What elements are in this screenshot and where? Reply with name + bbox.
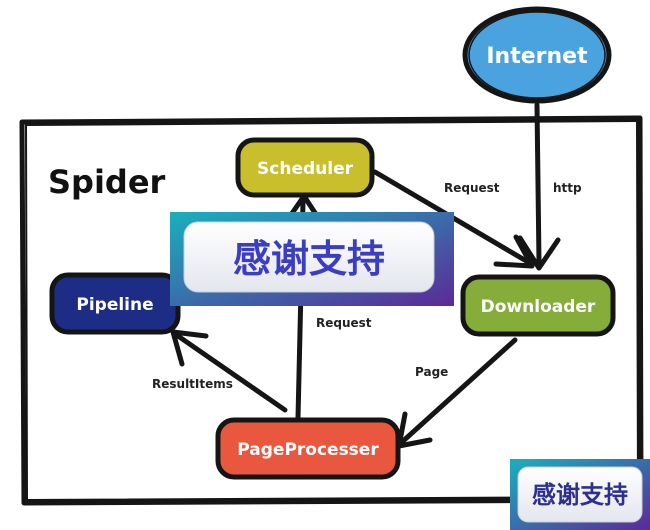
edge-internet-downloader [517,102,561,271]
edge-label-resultitems: ResultItems [152,377,233,391]
node-label-pageprocesser: PageProcesser [237,440,379,460]
edge-downloader-pageprocesser [396,337,518,449]
node-internet: Internet [462,6,612,104]
node-label-internet: Internet [486,44,588,69]
edge-pageprocesser-pipeline [170,329,288,413]
node-label-scheduler: Scheduler [257,159,354,179]
spider-title: Spider [48,163,166,201]
edge-label-request-mid: Request [316,316,372,330]
edge-label-request-top: Request [444,181,500,195]
thanks-text-large: 感谢支持 [233,237,385,281]
node-pipeline: Pipeline [49,272,181,335]
node-label-pipeline: Pipeline [76,295,153,315]
node-scheduler: Scheduler [235,137,375,198]
node-label-downloader: Downloader [481,297,596,317]
node-pageprocesser: PageProcesser [215,417,401,480]
node-downloader: Downloader [460,274,616,337]
thanks-text-small: 感谢支持 [532,481,628,509]
thanks-banner-small: 感谢支持 [510,459,650,530]
thanks-banner-large: 感谢支持 [170,212,454,306]
edge-label-page: Page [415,365,448,379]
edge-label-http: http [553,181,582,195]
